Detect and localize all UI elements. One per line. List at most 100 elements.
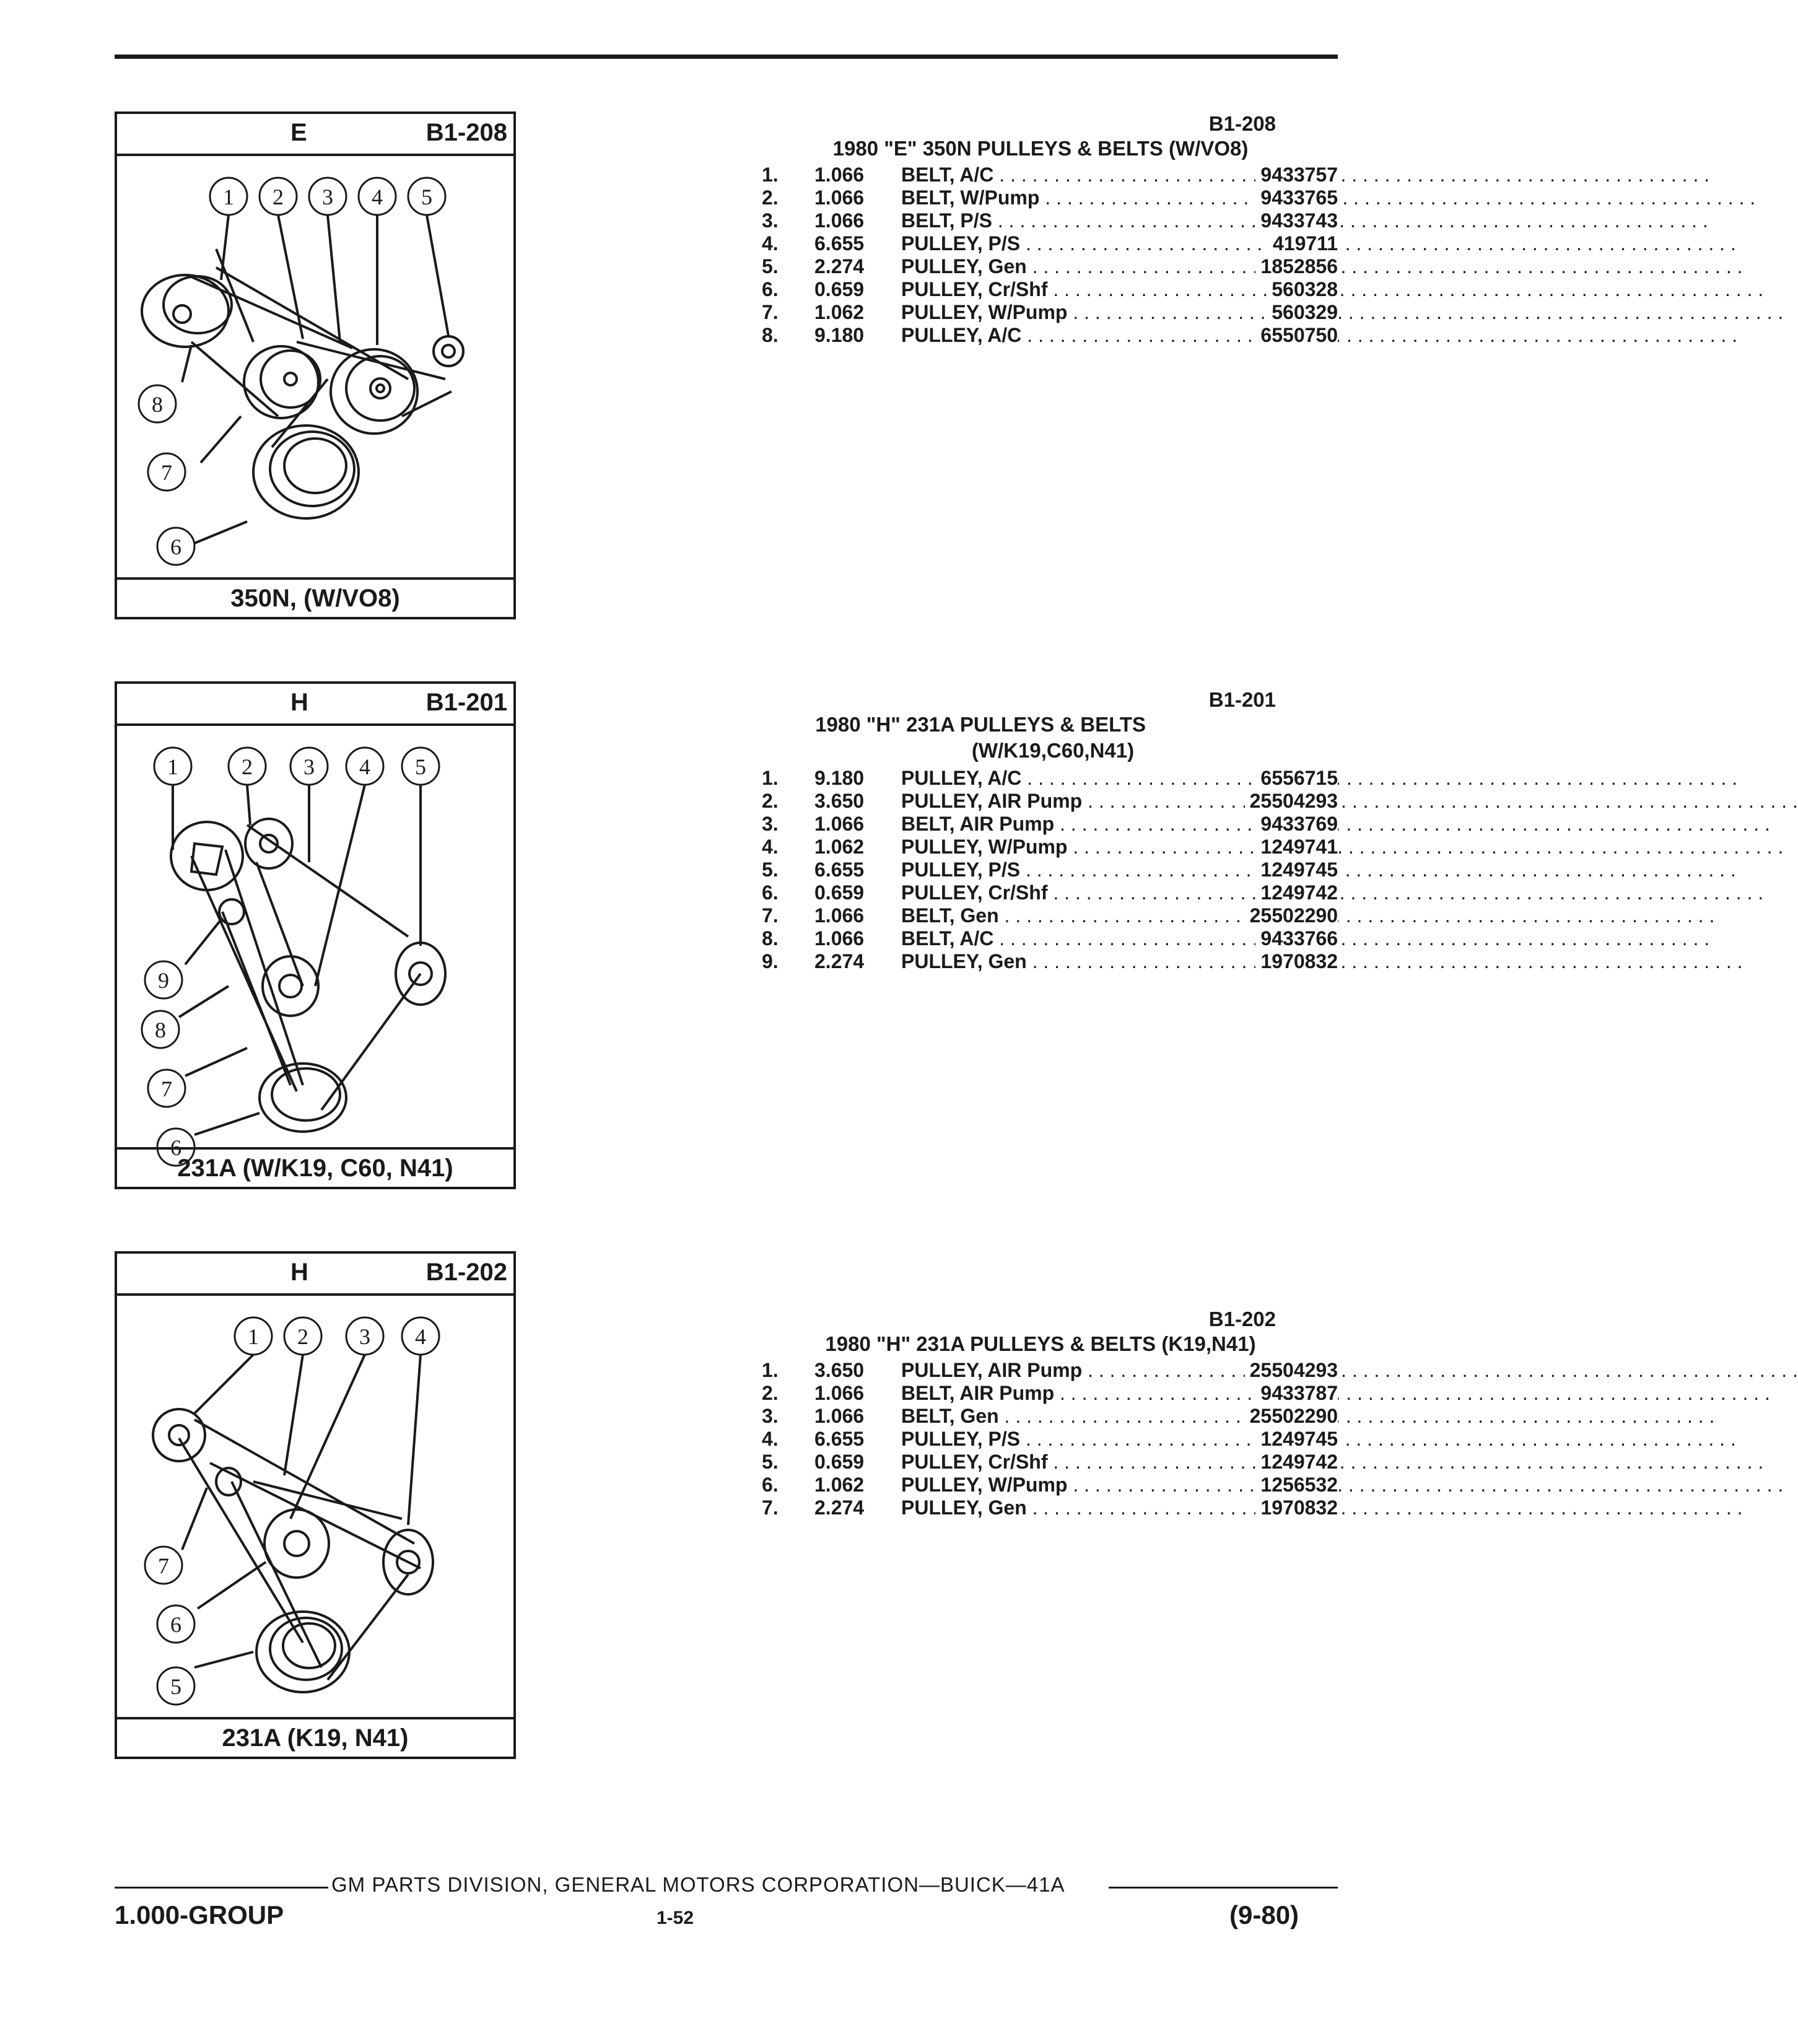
callout-7-label: 7	[161, 460, 172, 485]
group-number: 9.180	[814, 324, 865, 346]
item-number: 3.	[762, 209, 779, 232]
callout-7	[147, 1068, 186, 1108]
part-description: PULLEY, Gen	[901, 950, 1329, 973]
callout-6	[156, 1127, 196, 1167]
figure-header: H B1-202	[117, 1254, 513, 1296]
callout-leaders	[181, 214, 450, 544]
pulley-belt-diagram-350n: 1 2 3 4 5 6 7 8	[137, 177, 465, 566]
part-description: PULLEY, Cr/Shf	[901, 278, 1329, 301]
parts-list-b1-202: B1-202 1980 "H" 231A PULLEYS & BELTS (K1…	[743, 1307, 1338, 1519]
item-number: 5.	[762, 255, 779, 277]
section-code: B1-201	[1208, 688, 1276, 711]
item-number: 5.	[762, 1451, 779, 1473]
item-number: 3.	[762, 813, 779, 835]
callout-1	[209, 177, 248, 216]
item-number: 5.	[762, 858, 779, 881]
generator-pulley-7	[215, 1467, 242, 1496]
figure-caption: 350N, (W/VO8)	[230, 585, 400, 612]
figure-header: E B1-208	[117, 114, 513, 156]
callout-4-label: 4	[372, 185, 383, 209]
callouts	[141, 746, 440, 1167]
callout-1	[233, 1316, 273, 1356]
footer-publisher: GM PARTS DIVISION, GENERAL MOTORS CORPOR…	[331, 1873, 1065, 1896]
item-number: 3.	[762, 1405, 779, 1427]
figure-series-letter: H	[290, 1259, 308, 1286]
item-number: 2.	[762, 790, 779, 812]
part-number: 9433757	[1255, 164, 1338, 186]
parts-list-b1-201: B1-201 1980 "H" 231A PULLEYS & BELTS (W/…	[743, 688, 1338, 973]
part-description: PULLEY, AIR Pump	[901, 790, 1329, 813]
callout-2	[227, 746, 267, 786]
part-number: 560328	[1267, 278, 1338, 301]
group-number: 6.655	[814, 1428, 865, 1450]
part-number: 1249741	[1255, 836, 1338, 858]
part-description: BELT, Gen	[901, 904, 1329, 927]
callout-4-label: 4	[415, 1324, 426, 1349]
group-number: 1.066	[814, 1382, 865, 1404]
part-number: 25504293	[1244, 1359, 1338, 1382]
callout-3-label: 3	[322, 185, 333, 209]
part-description: PULLEY, Gen	[901, 1496, 1329, 1519]
callout-2	[258, 177, 298, 216]
callout-9	[144, 960, 183, 1000]
part-number: 25502290	[1244, 904, 1338, 927]
callout-5	[156, 1666, 196, 1706]
callout-7	[147, 452, 186, 492]
part-number: 9433769	[1255, 813, 1338, 836]
callout-8-label: 8	[155, 1018, 166, 1042]
part-description: PULLEY, A/C	[901, 767, 1329, 790]
item-number: 4.	[762, 232, 779, 255]
callout-2	[283, 1316, 323, 1356]
callout-5-label: 5	[170, 1674, 181, 1699]
callout-4	[401, 1316, 440, 1356]
part-number: 6556715	[1255, 767, 1338, 790]
callout-8	[137, 384, 177, 424]
part-description: PULLEY, Gen	[901, 255, 1329, 278]
figure-drawing: 1 2 3 4 5 6 7 8	[117, 156, 513, 580]
callout-3	[345, 1316, 385, 1356]
part-number: 1970832	[1255, 1496, 1338, 1519]
callout-9-label: 9	[158, 968, 169, 993]
item-number: 9.	[762, 950, 779, 972]
part-number: 25504293	[1244, 790, 1338, 813]
part-number: 560329	[1267, 301, 1338, 324]
callouts	[144, 1316, 440, 1706]
air-pump-pulley-2	[244, 818, 294, 870]
part-description: BELT, Gen	[901, 1405, 1329, 1428]
part-description: PULLEY, P/S	[901, 232, 1329, 255]
group-number: 6.655	[814, 232, 865, 255]
group-number: 1.066	[814, 1405, 865, 1427]
group-number: 0.659	[814, 278, 865, 300]
callout-1-label: 1	[248, 1324, 259, 1349]
item-number: 6.	[762, 1474, 779, 1496]
callout-leaders	[172, 784, 422, 1136]
figure-caption: 231A (K19, N41)	[222, 1724, 409, 1752]
item-number: 2.	[762, 1382, 779, 1404]
figure-b1-201: H B1-201	[115, 681, 516, 1189]
item-number: 4.	[762, 1428, 779, 1450]
item-number: 7.	[762, 301, 779, 323]
part-description: BELT, A/C	[901, 927, 1329, 950]
part-description: PULLEY, W/Pump	[901, 1474, 1329, 1496]
group-number: 0.659	[814, 881, 865, 904]
callout-3-label: 3	[359, 1324, 370, 1349]
callout-1-label: 1	[167, 754, 178, 779]
part-number: 1249745	[1255, 1428, 1338, 1451]
part-number: 1970832	[1255, 950, 1338, 973]
part-number: 1852856	[1255, 255, 1338, 278]
group-number: 1.066	[814, 813, 865, 835]
group-number: 2.274	[814, 950, 865, 972]
footer-rule-left	[115, 1887, 328, 1889]
